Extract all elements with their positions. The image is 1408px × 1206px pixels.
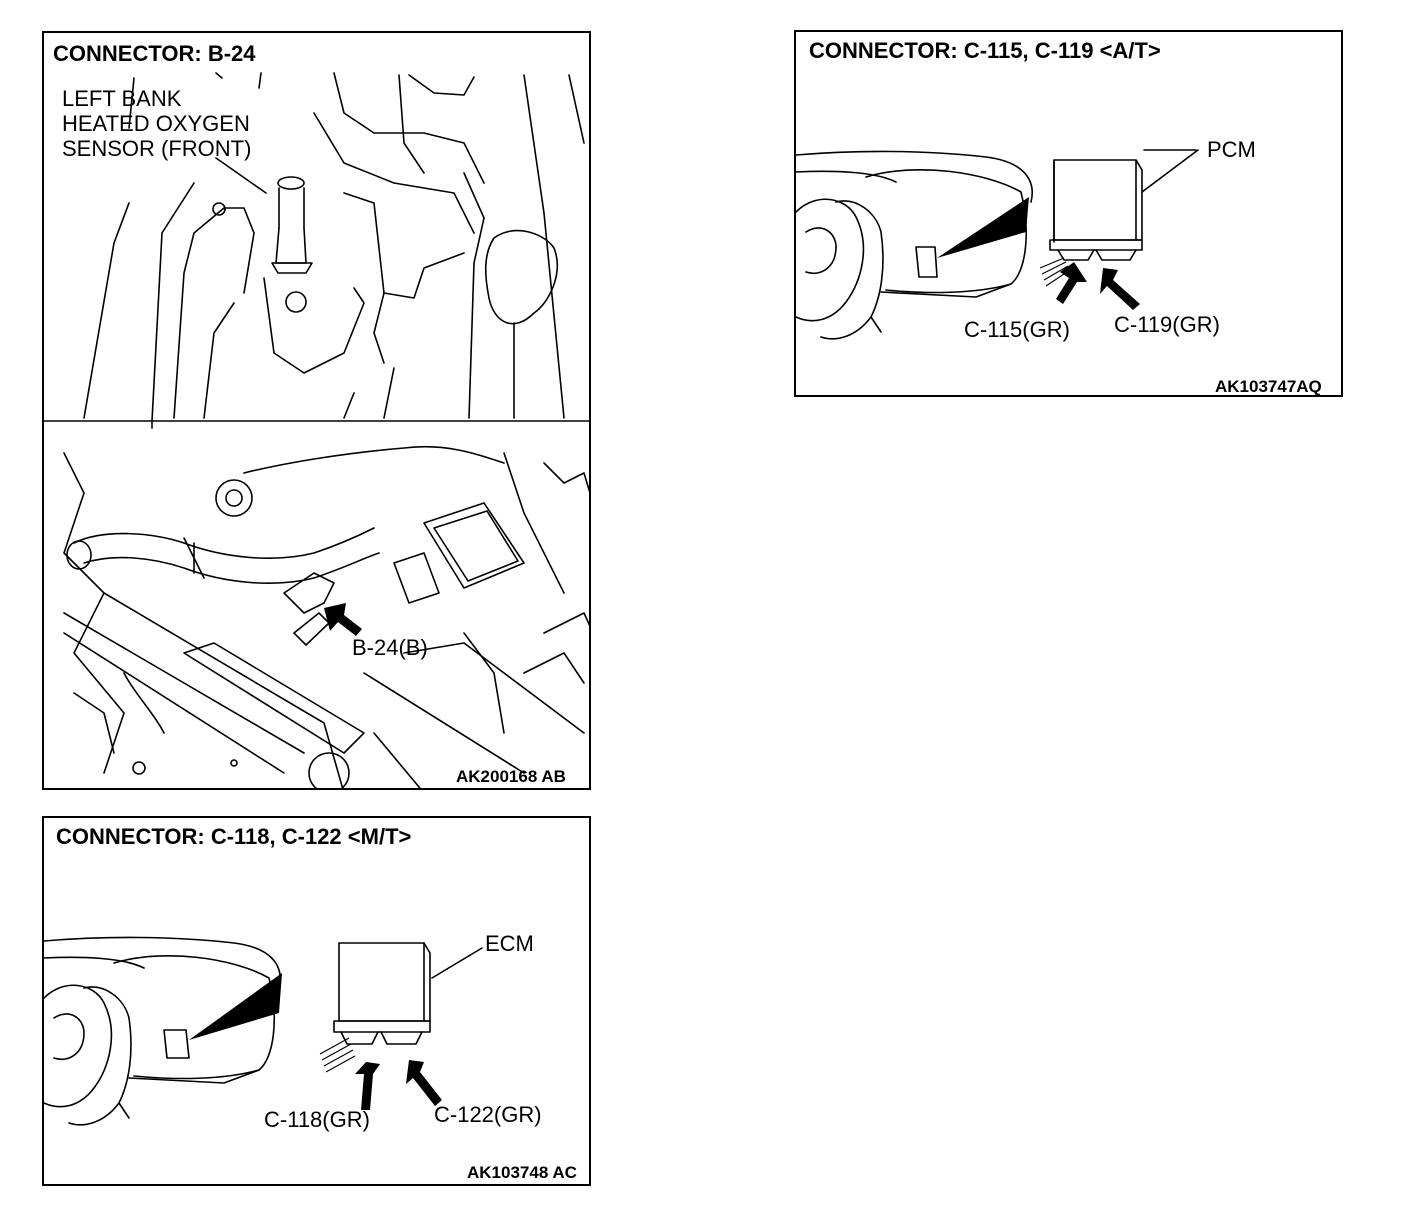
c115-label: C-115(GR) bbox=[964, 317, 1070, 342]
sensor-label-line-2: HEATED OXYGEN bbox=[62, 111, 250, 136]
sensor-label-line-3: SENSOR (FRONT) bbox=[62, 136, 252, 161]
connector-label: B-24(B) bbox=[352, 635, 428, 660]
panel-title: CONNECTOR: C-118, C-122 <M/T> bbox=[56, 824, 412, 849]
ecm-drawing bbox=[319, 942, 483, 1110]
c115-arrow bbox=[1056, 262, 1087, 304]
c122-arrow bbox=[406, 1060, 442, 1106]
connector-c115-c119-panel: CONNECTOR: C-115, C-119 <A/T> PCM C-115(… bbox=[794, 30, 1343, 397]
pcm-label: PCM bbox=[1207, 137, 1256, 162]
b24-arrow bbox=[324, 603, 362, 636]
c122-label: C-122(GR) bbox=[434, 1102, 542, 1127]
pcm-drawing bbox=[1039, 149, 1199, 310]
figure-code: AK200168 AB bbox=[456, 767, 566, 786]
ecm-label: ECM bbox=[485, 931, 534, 956]
dashboard-pcm-illustration bbox=[796, 149, 1199, 340]
oxygen-sensor-drawing bbox=[83, 72, 585, 429]
figure-code: AK103747AQ bbox=[1215, 377, 1322, 396]
engine-bay-drawing bbox=[63, 445, 589, 788]
c119-label: C-119(GR) bbox=[1114, 312, 1220, 337]
c118-arrow bbox=[355, 1062, 380, 1110]
sensor-label: LEFT BANK HEATED OXYGEN SENSOR (FRONT) bbox=[62, 86, 251, 161]
dashboard-ecm-illustration bbox=[44, 936, 483, 1126]
panel-title: CONNECTOR: B-24 bbox=[53, 41, 256, 66]
connector-b24-panel: CONNECTOR: B-24 LEFT BANK HEATED OXYGEN … bbox=[42, 31, 591, 790]
sensor-label-line-1: LEFT BANK bbox=[62, 86, 182, 111]
dashboard-drawing bbox=[44, 936, 282, 1126]
connector-c118-c122-panel: CONNECTOR: C-118, C-122 <M/T> ECM C-118(… bbox=[42, 816, 591, 1186]
dashboard-drawing bbox=[796, 150, 1033, 340]
c118-label: C-118(GR) bbox=[264, 1107, 370, 1132]
panel-title: CONNECTOR: C-115, C-119 <A/T> bbox=[809, 38, 1161, 63]
engine-bay-illustration bbox=[44, 72, 589, 788]
c119-arrow bbox=[1100, 268, 1140, 310]
figure-code: AK103748 AC bbox=[467, 1163, 577, 1182]
